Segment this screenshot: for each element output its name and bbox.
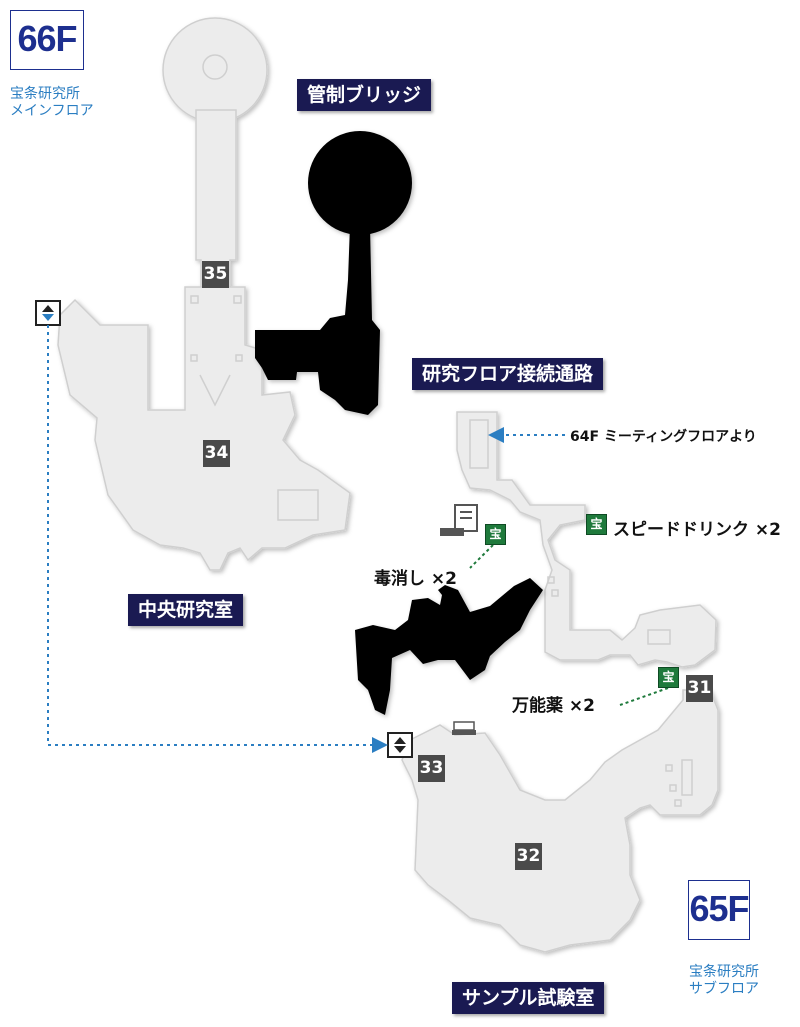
elevator-icon: [387, 732, 413, 758]
note-antidote: 毒消し ×2: [374, 569, 457, 589]
computer-terminal-icon: [452, 721, 476, 735]
note-panacea: 万能薬 ×2: [512, 696, 595, 716]
floor-sublabel-65f: 宝条研究所 サブフロア: [674, 964, 774, 998]
point-31: 31: [686, 675, 713, 702]
note-from-64f: 64F ミーティングフロアより: [570, 429, 757, 445]
chest-leader-lines: [469, 544, 669, 706]
floor-label-65f: 65F: [688, 880, 750, 940]
floor-sublabel-66f: 宝条研究所 メインフロア: [10, 86, 110, 120]
computer-terminal-icon: [440, 504, 478, 536]
floor-sublabel-66f-line2: メインフロア: [10, 103, 94, 119]
unexplored-65f: [355, 578, 543, 715]
floor-sublabel-65f-line1: 宝条研究所: [689, 964, 759, 980]
bridge-room: [162, 17, 268, 123]
elevator-icon: [35, 300, 61, 326]
unexplored-66f: [255, 131, 412, 415]
area-title-bridge: 管制ブリッジ: [297, 79, 432, 111]
treasure-chest-icon[interactable]: 宝: [586, 514, 607, 535]
point-34: 34: [203, 440, 230, 467]
point-33: 33: [418, 755, 445, 782]
connecting-corridor-floor: [456, 411, 717, 668]
area-title-corridor: 研究フロア接続通路: [412, 358, 604, 390]
area-title-sample-lab: サンプル試験室: [452, 982, 605, 1014]
main-floor-66f: [57, 17, 351, 571]
sample-lab-floor: [401, 689, 719, 953]
sub-floor-65f: [401, 411, 719, 953]
elevator-route: [47, 325, 388, 753]
floor-sublabel-65f-line2: サブフロア: [689, 981, 759, 997]
point-35: 35: [202, 261, 229, 288]
central-lab-floor: [57, 286, 351, 571]
treasure-chest-icon[interactable]: 宝: [485, 524, 506, 545]
area-title-central-lab: 中央研究室: [128, 594, 244, 626]
main-floor-details: [190, 54, 319, 521]
note-speed-drink: スピードドリンク ×2: [613, 520, 781, 540]
floor-sublabel-66f-line1: 宝条研究所: [10, 86, 80, 102]
treasure-chest-icon[interactable]: 宝: [658, 667, 679, 688]
floor-label-66f: 66F: [10, 10, 84, 70]
sub-floor-details: [469, 419, 693, 807]
point-32: 32: [515, 843, 542, 870]
